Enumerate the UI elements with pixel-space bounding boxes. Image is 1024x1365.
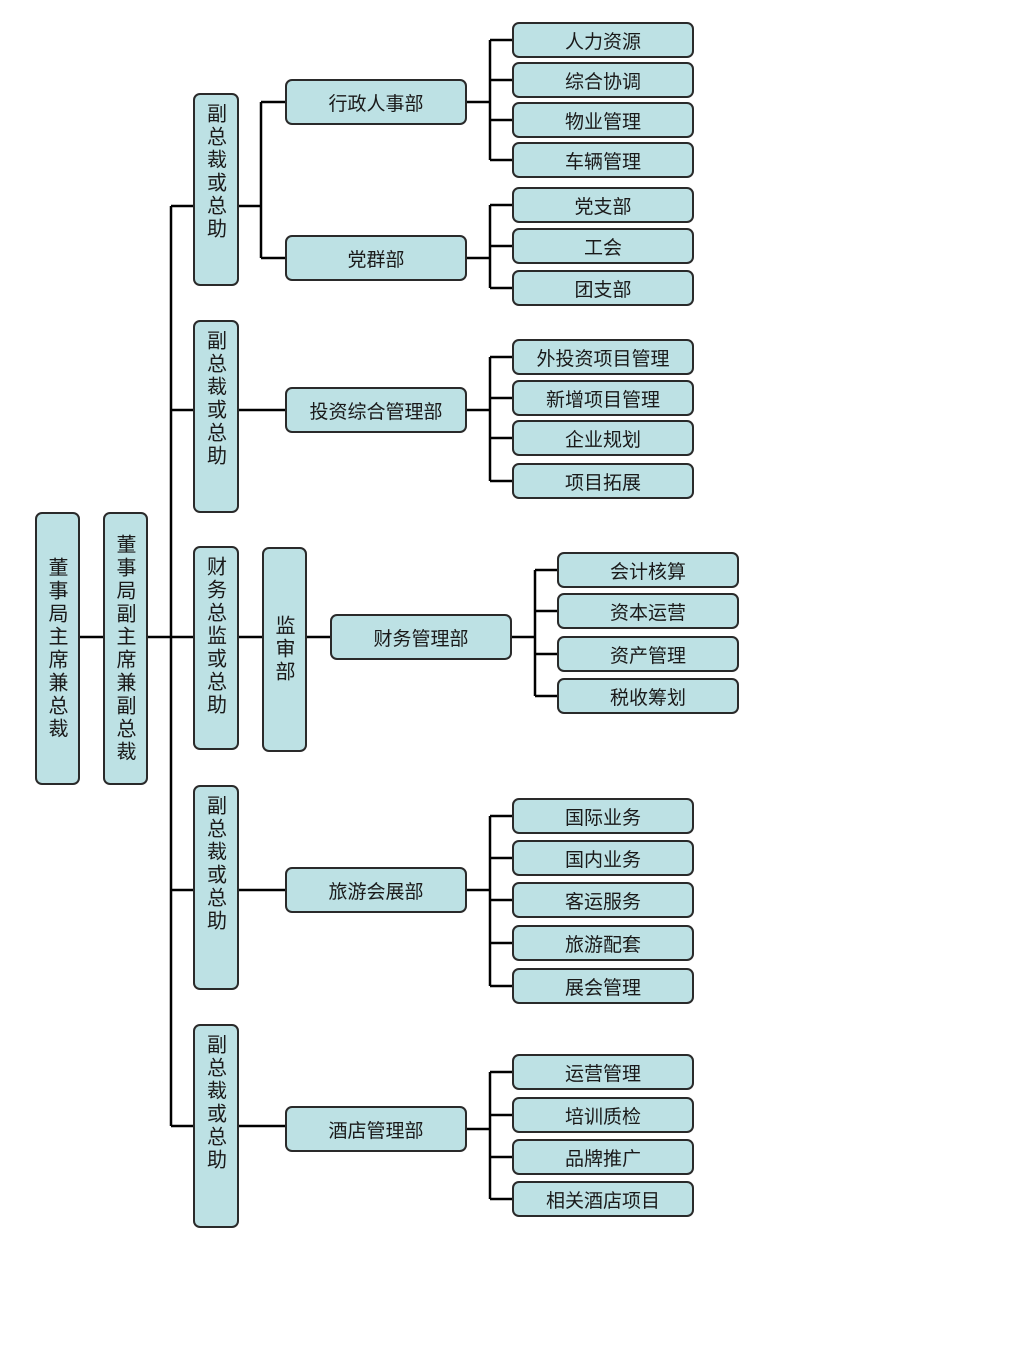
unit-box: 综合协调: [512, 62, 694, 98]
department-box: 酒店管理部: [285, 1106, 467, 1152]
branch-head-box: 副总裁或总助: [193, 93, 239, 286]
unit-box: 团支部: [512, 270, 694, 306]
department-box: 旅游会展部: [285, 867, 467, 913]
unit-box: 国内业务: [512, 840, 694, 876]
unit-box: 相关酒店项目: [512, 1181, 694, 1217]
unit-box: 外投资项目管理: [512, 339, 694, 375]
unit-box: 会计核算: [557, 552, 739, 588]
unit-box: 车辆管理: [512, 142, 694, 178]
unit-box: 运营管理: [512, 1054, 694, 1090]
unit-box: 展会管理: [512, 968, 694, 1004]
unit-box: 工会: [512, 228, 694, 264]
unit-box: 培训质检: [512, 1097, 694, 1133]
unit-box: 旅游配套: [512, 925, 694, 961]
vice-chairman-box: 董事局副主席兼副总裁: [103, 512, 148, 785]
chairman-box: 董事局主席兼总裁: [35, 512, 80, 785]
department-box: 党群部: [285, 235, 467, 281]
unit-box: 资产管理: [557, 636, 739, 672]
unit-box: 资本运营: [557, 593, 739, 629]
department-box: 投资综合管理部: [285, 387, 467, 433]
unit-box: 物业管理: [512, 102, 694, 138]
branch-head-box: 副总裁或总助: [193, 1024, 239, 1228]
unit-box: 人力资源: [512, 22, 694, 58]
branch-head-box: 副总裁或总助: [193, 320, 239, 513]
unit-box: 品牌推广: [512, 1139, 694, 1175]
branch-head-box: 副总裁或总助: [193, 785, 239, 990]
unit-box: 新增项目管理: [512, 380, 694, 416]
department-box: 行政人事部: [285, 79, 467, 125]
branch-head-box: 财务总监或总助: [193, 546, 239, 750]
unit-box: 税收筹划: [557, 678, 739, 714]
unit-box: 客运服务: [512, 882, 694, 918]
department-box: 财务管理部: [330, 614, 512, 660]
unit-box: 企业规划: [512, 420, 694, 456]
unit-box: 党支部: [512, 187, 694, 223]
unit-box: 项目拓展: [512, 463, 694, 499]
unit-box: 国际业务: [512, 798, 694, 834]
supervisor-box: 监审部: [262, 547, 307, 752]
